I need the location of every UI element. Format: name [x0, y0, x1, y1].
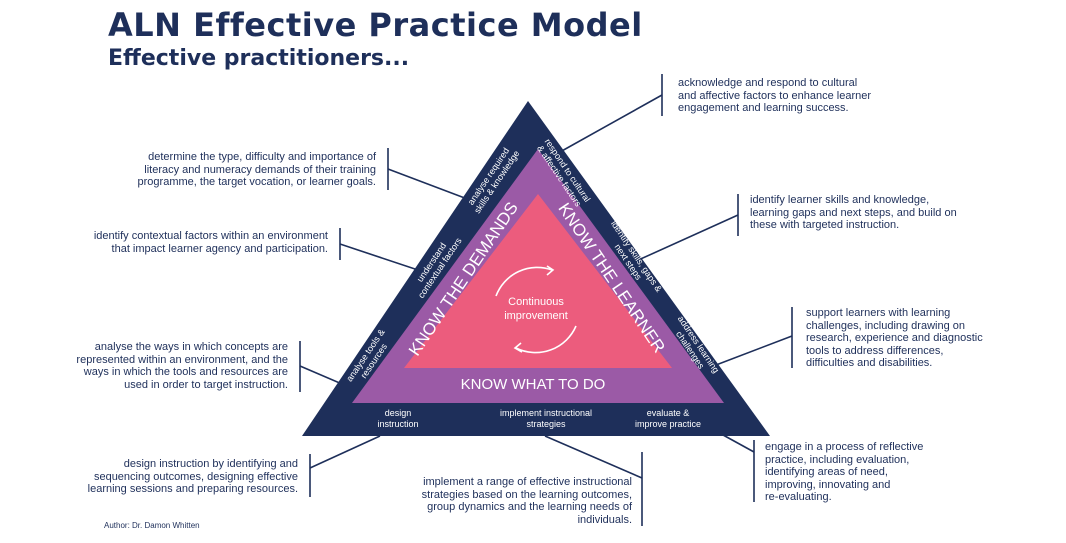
note-line: represented within an environment, and t…	[76, 353, 288, 366]
note-contextual-factors: identify contextual factors within an en…	[94, 230, 328, 255]
note-line: engage in a process of reflective	[765, 441, 924, 453]
note-line: engagement and learning success.	[678, 102, 849, 114]
connector-line-left-4	[309, 435, 381, 469]
note-design-instruction: design instruction by identifying and se…	[88, 458, 298, 496]
outer-bottom-left-line2: instruction	[377, 419, 418, 429]
note-line: determine the type, difficulty and impor…	[148, 151, 376, 163]
label-know-what-to-do: KNOW WHAT TO DO	[461, 376, 606, 393]
note-line: group dynamics and the learning needs of	[427, 501, 632, 513]
connector-line-left-2	[339, 243, 419, 271]
author-credit: Author: Dr. Damon Whitten	[104, 521, 200, 530]
note-line: individuals.	[577, 513, 632, 526]
outer-bottom-right-line2: improve practice	[635, 419, 701, 429]
note-reflective-practice: engage in a process of reflective practi…	[765, 441, 923, 504]
cycle-arrows-icon	[495, 265, 577, 354]
connector-line-left-3	[299, 365, 343, 385]
note-analyse-tools: analyse the ways in which concepts are r…	[76, 341, 288, 391]
center-label-line1: Continuous	[508, 296, 564, 308]
note-line: ways in which the tools and resources ar…	[83, 366, 288, 378]
note-line: these with targeted instruction.	[750, 219, 900, 231]
outer-bottom-right-line1: evaluate &	[647, 408, 690, 418]
note-determine-demands: determine the type, difficulty and impor…	[138, 151, 376, 189]
outer-bottom-center-line1: implement instructional	[500, 408, 592, 418]
note-line: re-evaluating.	[765, 491, 832, 503]
note-line: implement a range of effective instructi…	[423, 476, 632, 488]
connector-line-left-1	[387, 168, 471, 201]
note-line: support learners with learning	[806, 307, 951, 319]
note-respond-cultural: acknowledge and respond to cultural and …	[678, 77, 871, 115]
page-subtitle: Effective practitioners...	[108, 46, 410, 71]
connector-line-right-2	[633, 214, 739, 263]
note-line: research, experience and diagnostic	[806, 332, 983, 344]
note-line: acknowledge and respond to cultural	[678, 77, 858, 89]
note-line: programme, the target vocation, or learn…	[137, 176, 376, 188]
note-line: design instruction by identifying and	[123, 458, 298, 470]
note-line: learning sessions and preparing resource…	[87, 483, 298, 495]
note-line: difficulties and disabilities.	[806, 357, 933, 369]
note-line: identify learner skills and knowledge,	[750, 194, 930, 206]
note-line: identifying areas of need,	[765, 466, 888, 478]
note-line: and affective factors to enhance learner	[678, 89, 872, 102]
center-label-line2: improvement	[504, 310, 568, 322]
connector-line-right-3	[715, 335, 793, 366]
note-implement-strategies: implement a range of effective instructi…	[422, 476, 632, 526]
note-line: improving, innovating and	[765, 478, 891, 491]
note-line: practice, including evaluation,	[765, 453, 910, 466]
note-line: used in order to target instruction.	[124, 378, 288, 391]
outer-bottom-left-line1: design	[385, 408, 412, 418]
note-line: strategies based on the learning outcome…	[421, 488, 632, 501]
note-line: sequencing outcomes, designing effective	[93, 470, 298, 483]
note-identify-skills: identify learner skills and knowledge, l…	[750, 194, 957, 232]
note-line: that impact learner agency and participa…	[111, 242, 328, 255]
connector-line-bottom	[544, 435, 643, 479]
inner-triangle	[404, 194, 672, 368]
outer-bottom-center-line2: strategies	[526, 419, 566, 429]
connector-lines	[299, 74, 793, 526]
note-line: literacy and numeracy demands of their t…	[144, 163, 376, 176]
note-line: analyse the ways in which concepts are	[94, 341, 288, 353]
note-line: challenges, including drawing on	[806, 319, 965, 332]
connector-line-right-1	[559, 94, 663, 153]
note-line: identify contextual factors within an en…	[93, 230, 328, 242]
note-support-learners: support learners with learning challenge…	[806, 307, 983, 370]
page-title: ALN Effective Practice Model	[108, 6, 643, 44]
note-line: tools to address differences,	[806, 344, 944, 357]
note-line: learning gaps and next steps, and build …	[750, 206, 957, 219]
